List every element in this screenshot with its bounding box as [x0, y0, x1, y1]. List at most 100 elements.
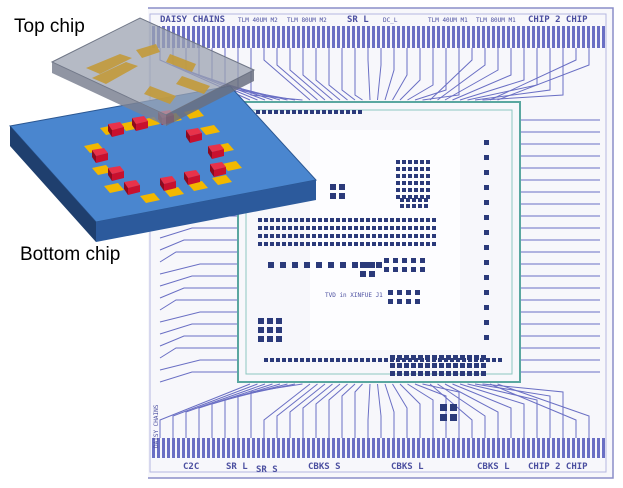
- bump-pad: [415, 290, 420, 295]
- top-pad: [192, 26, 195, 48]
- route-line: [399, 48, 421, 101]
- bump-pad: [388, 299, 393, 304]
- bump-pad: [324, 218, 328, 222]
- top-pad: [337, 26, 340, 48]
- bottom-pad: [467, 438, 470, 458]
- top-pad: [552, 26, 555, 48]
- bump-pad: [384, 226, 388, 230]
- bottom-label-cbks-l-2: CBKS L: [477, 462, 510, 472]
- bump-pad: [446, 363, 451, 368]
- bump-pad: [378, 226, 382, 230]
- bump-pad: [306, 358, 310, 362]
- bump-pad: [358, 110, 362, 114]
- bump-pad: [360, 262, 366, 268]
- bottom-pad: [167, 438, 170, 458]
- top-pad: [207, 26, 210, 48]
- top-pad: [527, 26, 530, 48]
- route-line: [422, 383, 460, 438]
- bump-pad: [408, 174, 412, 178]
- bump-pad: [406, 299, 411, 304]
- bump-pad: [328, 110, 332, 114]
- bump-pad: [396, 160, 400, 164]
- bottom-pad: [192, 438, 195, 458]
- bump-pad: [324, 358, 328, 362]
- bump-pad: [408, 188, 412, 192]
- bump-pad: [292, 110, 296, 114]
- bottom-pad: [587, 438, 590, 458]
- top-pad: [467, 26, 470, 48]
- bottom-pad: [477, 438, 480, 458]
- bump-pad: [306, 218, 310, 222]
- top-pad: [237, 26, 240, 48]
- bump-pad: [342, 218, 346, 222]
- bump-front: [212, 149, 224, 159]
- bump-front: [190, 133, 202, 143]
- bump-pad: [402, 195, 406, 199]
- bottom-pad: [447, 438, 450, 458]
- bump-pad: [258, 336, 264, 342]
- gold-trace: [166, 54, 196, 72]
- bump-pad: [366, 234, 370, 238]
- bump-pad: [336, 358, 340, 362]
- top-pad: [492, 26, 495, 48]
- route-line: [497, 48, 590, 101]
- bump-pad: [484, 215, 489, 220]
- bottom-pad: [182, 438, 185, 458]
- bottom-pad: [162, 438, 165, 458]
- bottom-pad: [292, 438, 295, 458]
- bottom-pad: [557, 438, 560, 458]
- top-pad: [202, 26, 205, 48]
- bump-pad: [270, 218, 274, 222]
- route-line: [489, 48, 577, 101]
- bump-pad: [408, 167, 412, 171]
- route-line: [159, 239, 238, 251]
- bottom-pad: [537, 438, 540, 458]
- bump-pad: [412, 198, 416, 202]
- bump-pad: [282, 226, 286, 230]
- bottom-pad: [402, 438, 405, 458]
- bump-pad: [334, 110, 338, 114]
- route-line: [497, 383, 590, 438]
- bottom-pad: [277, 438, 280, 458]
- bump-pad: [484, 245, 489, 250]
- bump-pad: [420, 160, 424, 164]
- bump-pad: [288, 242, 292, 246]
- bottom-pad: [432, 438, 435, 458]
- top-label-daisy-chains: DAISY CHAINS: [160, 15, 225, 25]
- bump-pad: [418, 355, 423, 360]
- bump-pad: [340, 110, 344, 114]
- top-pad: [582, 26, 585, 48]
- bump-arrays: [256, 110, 502, 421]
- top-pad: [457, 26, 460, 48]
- bump-pad: [316, 110, 320, 114]
- bump-pad: [390, 218, 394, 222]
- route-line: [354, 383, 363, 438]
- top-pad: [602, 26, 605, 48]
- top-pad: [307, 26, 310, 48]
- bottom-pad: [157, 438, 160, 458]
- bottom-pad: [152, 438, 155, 458]
- bottom-pad: [267, 438, 270, 458]
- bump-pad: [446, 371, 451, 376]
- bump-pad: [414, 188, 418, 192]
- top-pad: [562, 26, 565, 48]
- bump-pad: [340, 262, 346, 268]
- top-label-tlm-80-m1: TLM 80UM M1: [476, 17, 516, 24]
- bottom-pad: [382, 438, 385, 458]
- bump-pad: [258, 318, 264, 324]
- bump-pad: [336, 226, 340, 230]
- bump-pad: [330, 358, 334, 362]
- bump-pad: [369, 262, 375, 268]
- side-label-daisy-chains: DAISY CHAINS: [153, 404, 160, 448]
- route-line: [237, 48, 296, 101]
- top-pad: [417, 26, 420, 48]
- bump-pad: [420, 174, 424, 178]
- bump-pad: [396, 181, 400, 185]
- bump-pad: [484, 260, 489, 265]
- bump-pad: [312, 242, 316, 246]
- bottom-label-c2c: C2C: [183, 462, 199, 472]
- bottom-chip-pads: [84, 109, 242, 203]
- bump-pad: [276, 358, 280, 362]
- top-pad: [212, 26, 215, 48]
